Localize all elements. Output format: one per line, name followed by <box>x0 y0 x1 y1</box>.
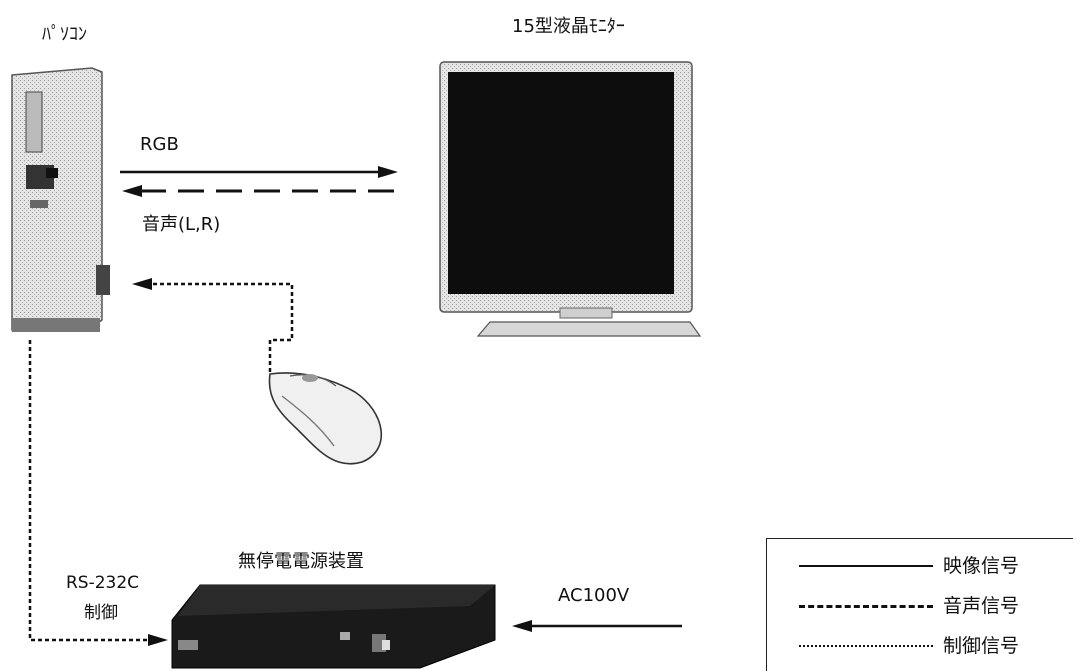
legend-label: 映像信号 <box>943 555 1020 577</box>
dotted-line-sample <box>799 645 933 647</box>
rgb-arrow <box>120 166 398 178</box>
rs232c-label: RS-232C <box>66 573 140 593</box>
legend-label: 音声信号 <box>943 595 1020 617</box>
legend: 映像信号 音声信号 制御信号 <box>766 538 1073 671</box>
solid-line-sample <box>799 565 933 567</box>
pc-tower-image <box>11 67 110 332</box>
rgb-label: RGB <box>140 134 179 155</box>
monitor-label: 15型液晶ﾓﾆﾀｰ <box>512 16 625 37</box>
legend-item-audio: 音声信号 <box>767 587 1073 623</box>
mouse-image <box>268 372 383 465</box>
audio-label: 音声(L,R) <box>142 214 221 235</box>
control-label: 制御 <box>84 603 118 623</box>
audio-arrow <box>122 185 398 197</box>
rs232c-control-arrow <box>28 340 168 646</box>
legend-item-video: 映像信号 <box>767 547 1073 583</box>
ups-label: 無停電電源装置 <box>238 551 364 572</box>
ups-image <box>171 584 496 669</box>
dashed-line-sample <box>799 605 933 608</box>
monitor-image <box>439 61 702 337</box>
pc-label: ﾊﾟｿｺﾝ <box>42 24 87 45</box>
ac100v-label: AC100V <box>558 585 630 606</box>
legend-item-control: 制御信号 <box>767 627 1073 663</box>
ac100v-arrow <box>512 620 682 632</box>
mouse-control-arrow <box>132 278 294 372</box>
legend-label: 制御信号 <box>943 635 1020 657</box>
